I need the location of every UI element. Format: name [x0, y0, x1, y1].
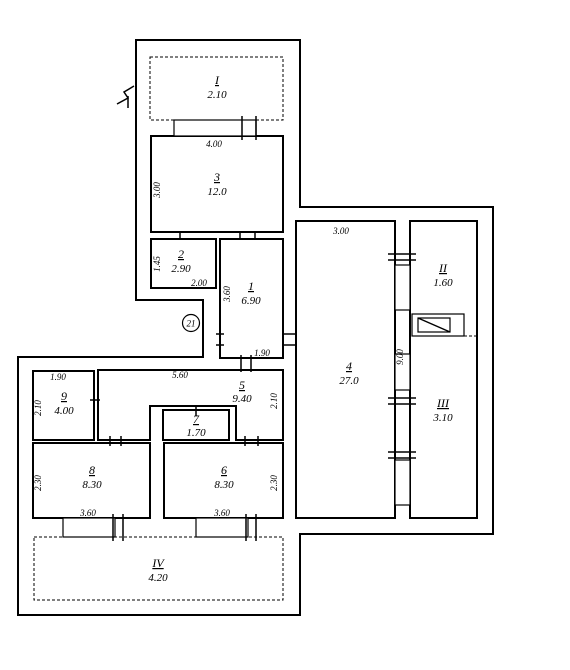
room-4-number: 4	[346, 359, 352, 373]
room-2-outline	[150, 238, 217, 289]
window-mid-1	[394, 264, 411, 311]
dim-4-00: 4.00	[206, 139, 222, 149]
dim-1-90-left: 1.90	[50, 372, 66, 382]
dim-2-30-left: 2.30	[33, 475, 43, 491]
room-I-number: I	[214, 73, 220, 87]
room-4-area: 27.0	[339, 375, 359, 387]
room-3-number: 3	[213, 170, 220, 184]
room-3-area: 12.0	[207, 186, 227, 198]
room-8-area: 8.30	[82, 479, 102, 491]
dim-3-60-vertical: 3.60	[222, 286, 232, 303]
room-5-outline	[97, 369, 284, 441]
room-5-number: 5	[239, 378, 245, 392]
room-6-area: 8.30	[214, 479, 234, 491]
window-top	[173, 119, 257, 137]
entry-symbol	[116, 85, 135, 105]
dim-3-60-right: 3.60	[213, 508, 230, 518]
room-6-number: 6	[221, 463, 227, 477]
room-II-area: 1.60	[433, 277, 453, 289]
room-9-outline	[32, 370, 95, 441]
room-9-area: 4.00	[54, 405, 74, 417]
dim-2-10-right: 2.10	[269, 393, 279, 409]
room-I-area: 2.10	[207, 89, 227, 101]
outer-wall	[17, 39, 494, 616]
dim-3-00-top: 3.00	[332, 226, 349, 236]
room-1-area: 6.90	[241, 295, 261, 307]
room-7-area: 1.70	[186, 427, 206, 439]
dim-2-00: 2.00	[191, 278, 207, 288]
dim-5-60: 5.60	[172, 370, 188, 380]
window-left-bottom	[62, 517, 116, 538]
dim-1-90-right: 1.90	[254, 348, 270, 358]
room-3-outline	[150, 135, 284, 233]
dim-9-00: 9.00	[395, 349, 405, 365]
dim-3-60-left: 3.60	[79, 508, 96, 518]
room-III-number: III	[436, 396, 450, 410]
dim-2-10-left: 2.10	[33, 400, 43, 416]
window-mid-2	[394, 353, 411, 391]
dim-1-45: 1.45	[152, 256, 162, 272]
room-III-area: 3.10	[432, 412, 453, 424]
room-2-area: 2.90	[171, 263, 191, 275]
room-9-number: 9	[61, 389, 67, 403]
room-8-number: 8	[89, 463, 95, 477]
room-7-number: 7	[193, 412, 200, 426]
dim-2-30-right: 2.30	[269, 475, 279, 491]
room-II-number: II	[438, 261, 448, 275]
marker-circle	[181, 313, 201, 333]
room-5-area: 9.40	[232, 393, 252, 405]
marker-label: 21	[187, 319, 196, 329]
dim-3-00-vertical: 3.00	[152, 182, 162, 199]
window-right-bottom	[195, 517, 249, 538]
room-IV-area: 4.20	[148, 572, 168, 584]
window-mid-3	[394, 459, 411, 506]
room-IV-number: IV	[151, 556, 165, 570]
room-2-number: 2	[178, 247, 184, 261]
room-1-number: 1	[248, 279, 254, 293]
room-IV-outline	[33, 536, 284, 601]
